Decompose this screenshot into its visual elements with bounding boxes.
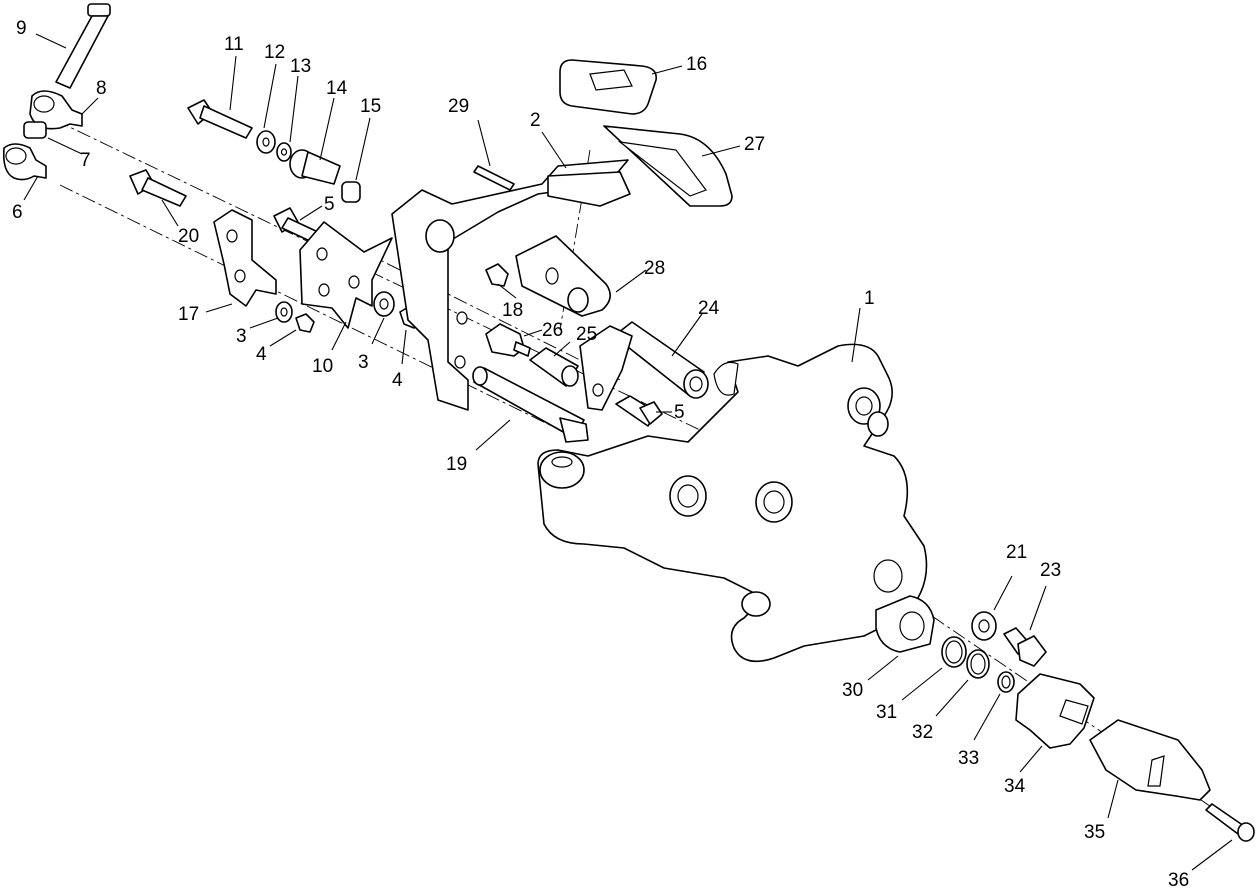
callout-4-right: 4: [392, 370, 403, 391]
part-5-bolt-upper: [273, 207, 319, 243]
callout-3-right: 3: [358, 352, 369, 373]
callout-11: 11: [224, 34, 244, 55]
part-19-rod: [472, 366, 589, 443]
callout-5-lower: 5: [674, 402, 685, 423]
part-30-bearing-housing: [875, 595, 935, 653]
callout-10: 10: [312, 356, 333, 377]
part-4-nut-left: [295, 313, 315, 333]
callout-21: 21: [1006, 542, 1027, 563]
part-14-rod-end: [289, 149, 341, 185]
callout-31: 31: [876, 702, 897, 723]
part-26-fitting: [485, 323, 531, 357]
part-6-ball-joint: [2, 143, 47, 181]
callout-16: 16: [686, 54, 707, 75]
part-21-washer: [971, 611, 997, 641]
callout-23: 23: [1040, 560, 1061, 581]
callout-7: 7: [80, 150, 91, 171]
callout-14: 14: [326, 78, 348, 99]
callout-33: 33: [958, 748, 979, 769]
callout-36: 36: [1168, 870, 1189, 891]
part-34-clip: [1015, 673, 1095, 749]
part-29-pin: [473, 165, 515, 191]
part-20-bolt: [129, 169, 187, 207]
part-8-ball-joint: [29, 90, 83, 130]
part-10-bracket: [299, 221, 393, 329]
callout-17: 17: [178, 304, 199, 325]
part-16-pedal-pad: [559, 59, 658, 115]
callout-25: 25: [576, 324, 597, 345]
part-35-cover: [1089, 719, 1211, 801]
callout-29: 29: [448, 96, 469, 117]
part-1-housing: [537, 343, 928, 663]
callout-24: 24: [698, 298, 720, 319]
callout-15: 15: [360, 96, 381, 117]
callout-12: 12: [264, 42, 285, 63]
part-7-sleeve: [23, 121, 47, 139]
callout-34: 34: [1004, 776, 1026, 797]
part-11-bolt: [187, 99, 253, 139]
callout-5-upper: 5: [324, 194, 335, 215]
part-13-washer: [276, 142, 292, 162]
callout-30: 30: [842, 680, 863, 701]
part-31-ring: [941, 636, 967, 668]
callout-35: 35: [1084, 822, 1105, 843]
part-27-pedal-cover: [603, 125, 733, 207]
lever-plate: [579, 325, 633, 411]
callout-labels: 9 8 7 6 11 12 13 14 15 29 2 16 27 5 20 1…: [12, 18, 1189, 891]
callout-28: 28: [644, 258, 665, 279]
callout-20: 20: [178, 226, 199, 247]
callout-27: 27: [744, 134, 765, 155]
callout-8: 8: [96, 78, 107, 99]
part-3-washer-right: [373, 291, 395, 317]
callout-18: 18: [502, 300, 523, 321]
part-3-washer-left: [275, 301, 293, 323]
callout-3-left: 3: [236, 326, 247, 347]
part-32-ring: [966, 649, 990, 679]
part-18-nut: [485, 263, 509, 287]
part-5-bolt-lower: [615, 395, 663, 427]
part-33-ring: [997, 671, 1015, 693]
callout-2: 2: [530, 110, 541, 131]
part-23-bolt: [1003, 627, 1047, 667]
part-28-link: [515, 235, 611, 317]
part-15-spacer: [341, 181, 361, 203]
callout-32: 32: [912, 722, 933, 743]
callout-13: 13: [290, 56, 311, 77]
part-9-pin: [55, 3, 111, 89]
callout-6: 6: [12, 202, 23, 223]
part-25-bushing: [529, 347, 579, 387]
part-36-screw: [1205, 803, 1255, 842]
callout-26: 26: [542, 320, 563, 341]
leader-lines: [23, 33, 1233, 871]
part-17-plate: [213, 209, 277, 307]
callout-1: 1: [864, 288, 875, 309]
callout-4-left: 4: [256, 344, 267, 365]
callout-19: 19: [446, 454, 467, 475]
part-12-washer: [256, 130, 276, 154]
callout-9: 9: [16, 18, 27, 39]
part-24-shaft: [613, 321, 709, 399]
part-2-pedal-arm: [391, 159, 631, 411]
